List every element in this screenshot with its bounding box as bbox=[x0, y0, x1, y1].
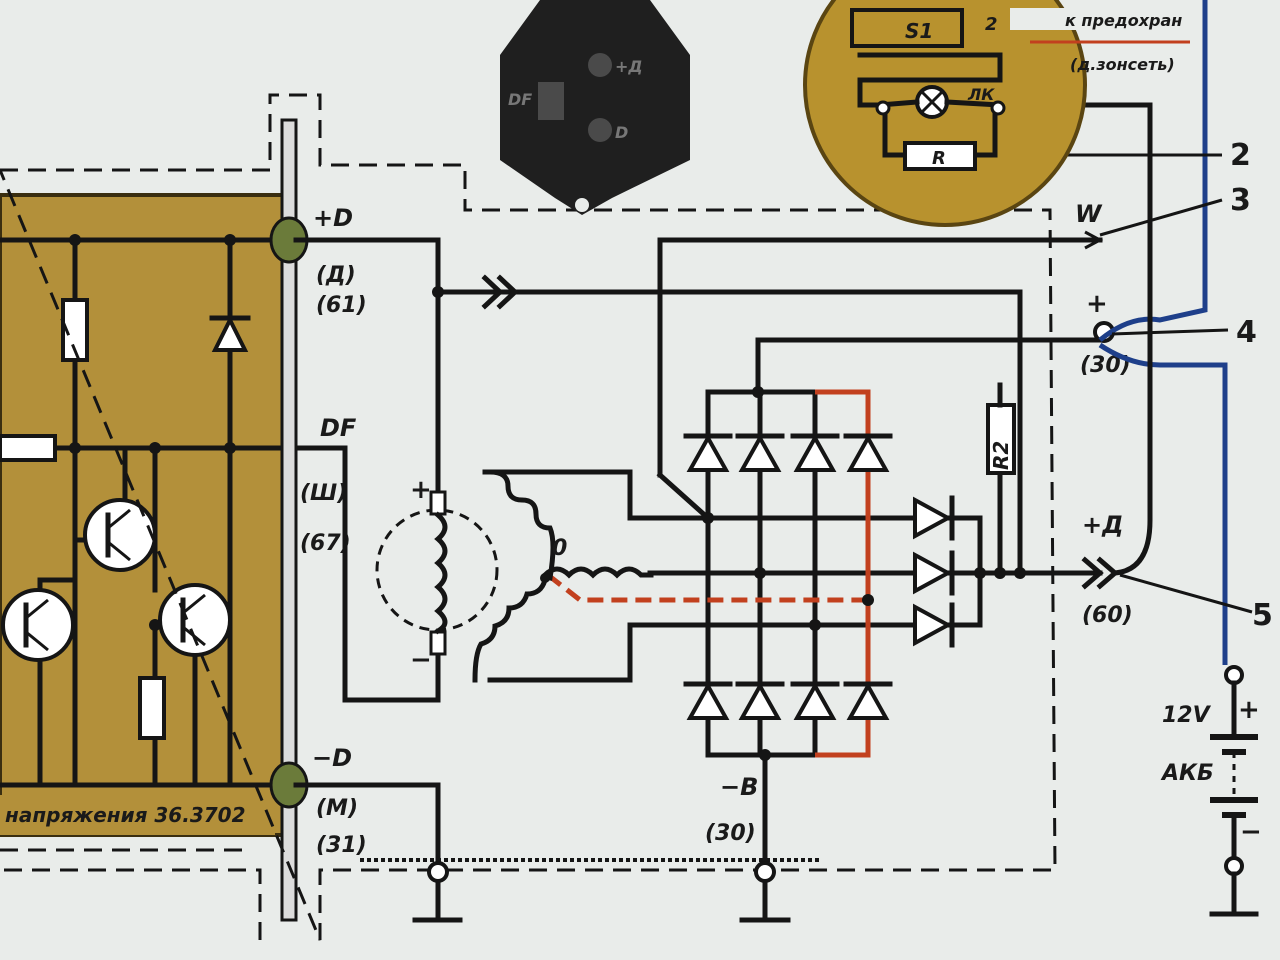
relay-disc-rim bbox=[803, 0, 1087, 227]
rectifier-diodes-top bbox=[683, 433, 893, 472]
label-minus-d-ru: (M) bbox=[316, 796, 358, 821]
main-wires bbox=[293, 237, 1103, 923]
red-wire-diode-bus bbox=[815, 389, 871, 758]
relay-inner-bus bbox=[857, 52, 1003, 108]
label-battery-name: АКБ bbox=[1160, 761, 1214, 786]
label-r2: R2 bbox=[989, 441, 1013, 470]
transistor-1 bbox=[83, 498, 157, 572]
callout-5: 5 bbox=[1252, 598, 1273, 633]
connector-plug-body bbox=[500, 0, 690, 215]
label-df-ru: (Ш) bbox=[300, 481, 347, 506]
callout-4: 4 bbox=[1236, 315, 1257, 350]
label-plus-d-ru: (Д) bbox=[316, 263, 356, 288]
excitation-diodes bbox=[913, 495, 955, 648]
label-star-point: 0 bbox=[552, 536, 567, 561]
generator-housing-outline bbox=[0, 93, 1057, 941]
label-battery-voltage: 12V bbox=[1162, 703, 1212, 728]
connector-label-df: DF bbox=[508, 90, 532, 109]
relay-resistor-label: R bbox=[932, 148, 946, 169]
regulator-resistor-3 bbox=[138, 676, 166, 740]
red-wire-star-point bbox=[546, 573, 868, 603]
relay-node-1 bbox=[875, 100, 891, 116]
relay-switch-num: 2 bbox=[985, 14, 998, 35]
callout-2: 2 bbox=[1230, 138, 1251, 173]
ground-438 bbox=[412, 861, 463, 923]
relay-lamp-label: ЛК bbox=[967, 85, 995, 104]
relay-switch-block bbox=[850, 8, 964, 48]
regulator-diode bbox=[209, 315, 251, 352]
label-plus-d: +D bbox=[313, 204, 353, 232]
label-plus-d-60: +Д bbox=[1082, 511, 1123, 539]
relay-lamp-wiring bbox=[877, 99, 1003, 158]
regulator-junction-dots bbox=[69, 234, 236, 631]
lamp-wire-down bbox=[997, 102, 1153, 576]
stator-windings bbox=[472, 469, 654, 683]
relay-resistor bbox=[903, 141, 977, 171]
relay-node-2 bbox=[990, 100, 1006, 116]
transistor-3 bbox=[158, 583, 232, 657]
connector-mount-hole bbox=[575, 198, 589, 212]
relay-text-band bbox=[1010, 8, 1190, 30]
label-minus-b: −B bbox=[720, 773, 758, 801]
ground-765 bbox=[739, 861, 791, 923]
relay-text-top: к предохран bbox=[1065, 11, 1182, 30]
star-point-dot bbox=[540, 573, 550, 583]
label-df: DF bbox=[320, 414, 357, 442]
label-plus-d-num: (61) bbox=[316, 293, 367, 318]
label-battery-plus: + bbox=[1238, 695, 1260, 725]
connector-pin-plus-d bbox=[588, 53, 612, 77]
main-junction-dots bbox=[432, 286, 1026, 761]
relay-lamp-cross-2 bbox=[920, 90, 944, 114]
label-field-plus: + bbox=[410, 475, 432, 505]
callout-3: 3 bbox=[1230, 183, 1251, 218]
regulator-resistor-2 bbox=[0, 434, 57, 462]
connector-pin-df bbox=[538, 82, 564, 120]
callout-leaders bbox=[1050, 153, 1253, 614]
resistor-r2 bbox=[986, 403, 1016, 475]
connector-pin-d bbox=[588, 118, 612, 142]
label-minus-d-num: (31) bbox=[316, 833, 367, 858]
relay-switch-label: S1 bbox=[905, 19, 933, 43]
label-w: W bbox=[1075, 200, 1103, 228]
label-field-minus: − bbox=[410, 645, 432, 675]
label-battery-minus: − bbox=[1240, 817, 1262, 847]
field-coil bbox=[434, 511, 448, 635]
regulator-bus bbox=[280, 118, 298, 922]
relay-text-bottom: (д.зонсеть) bbox=[1070, 55, 1175, 74]
board-caption: напряжения 36.3702 bbox=[5, 803, 246, 827]
label-minus-d: −D bbox=[312, 744, 352, 772]
rectifier-diodes-bottom bbox=[683, 681, 893, 720]
label-plus-d-60-num: (60) bbox=[1082, 603, 1133, 628]
connector-label-d: D bbox=[615, 123, 628, 142]
connector-arrows bbox=[481, 230, 1119, 590]
label-minus-b-num: (30) bbox=[705, 821, 756, 846]
field-brush-top bbox=[429, 490, 447, 516]
board-caption-strip bbox=[0, 795, 275, 835]
blue-wires bbox=[1098, 0, 1228, 665]
label-plus-30: + bbox=[1086, 289, 1108, 319]
connector-label-plus-d: +Д bbox=[615, 57, 643, 76]
transistor-2 bbox=[1, 588, 75, 662]
field-brush-bottom bbox=[429, 630, 447, 656]
label-df-num: (67) bbox=[300, 531, 351, 556]
